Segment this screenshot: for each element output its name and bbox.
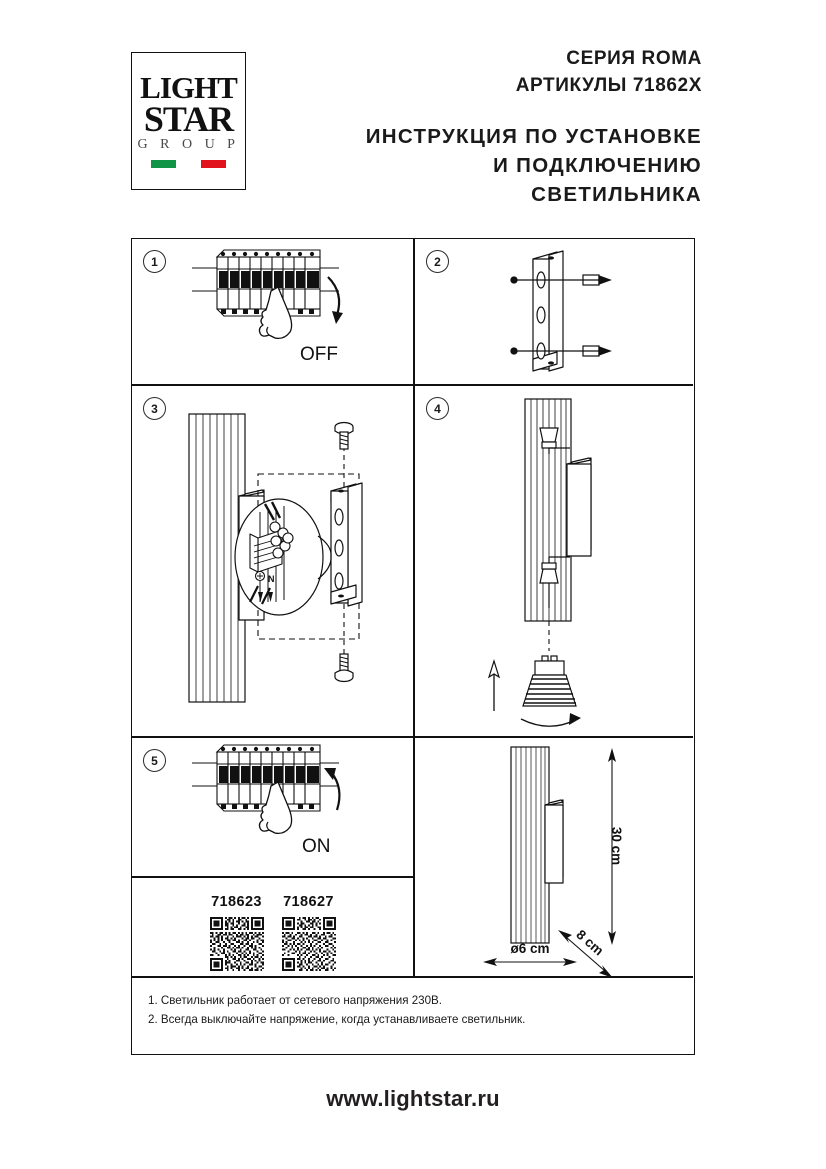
website-url[interactable]: www.lightstar.ru <box>326 1086 500 1111</box>
article-line: АРТИКУЛЫ 71862X <box>515 74 702 96</box>
dimension-height-label: 30 cm <box>609 827 624 865</box>
step-number-1: 1 <box>143 250 166 273</box>
grid-divider-vertical-bottom <box>413 736 415 976</box>
step-number-2: 2 <box>426 250 449 273</box>
product-code-718627: 718627 <box>283 894 334 910</box>
flag-stripe-red <box>201 159 227 168</box>
step-1-state-label: OFF <box>300 344 338 365</box>
step-cell-1: 1 <box>132 239 413 384</box>
svg-text:N: N <box>268 574 275 584</box>
step-2-illustration <box>415 239 693 384</box>
logo-text-light: LIGHT <box>140 70 238 106</box>
step-cell-5: 5 <box>132 738 413 876</box>
grid-divider-row1 <box>132 384 693 386</box>
step-number-4: 4 <box>426 397 449 420</box>
grid-divider-notes <box>132 976 693 978</box>
page-header: LIGHT STAR G R O U P СЕРИЯ ROMA АРТИКУЛЫ… <box>0 0 826 215</box>
logo-text-group: G R O U P <box>137 136 240 152</box>
step-number-5: 5 <box>143 749 166 772</box>
qr-code-icon[interactable] <box>281 917 336 971</box>
instruction-steps-grid: 1 <box>131 238 695 1055</box>
step-5-illustration <box>132 738 413 876</box>
flag-stripe-white <box>175 159 202 168</box>
note-line-1: 1. Светильник работает от сетевого напря… <box>148 994 443 1007</box>
step-1-illustration <box>132 239 413 384</box>
dimension-diagram-panel: 30 cm ø6 cm 8 cm <box>415 738 693 976</box>
step-cell-2: 2 <box>415 239 693 384</box>
grid-divider-vertical-top <box>413 239 415 736</box>
dimension-width-label: ø6 cm <box>510 941 549 956</box>
brand-logo: LIGHT STAR G R O U P <box>131 52 246 190</box>
step-5-state-label: ON <box>302 836 331 857</box>
instruction-title: ИНСТРУКЦИЯ ПО УСТАНОВКЕ И ПОДКЛЮЧЕНИЮ СВ… <box>330 122 702 209</box>
step-cell-3: 3 <box>132 386 413 736</box>
flag-stripe-green <box>150 159 176 168</box>
series-line: СЕРИЯ ROMA <box>566 48 702 69</box>
header-text-block: СЕРИЯ ROMA АРТИКУЛЫ 71862X ИНСТРУКЦИЯ ПО… <box>330 46 702 209</box>
dimension-depth-label: 8 cm <box>573 927 606 959</box>
product-code-718623: 718623 <box>211 894 262 910</box>
step-cell-4: 4 <box>415 386 693 736</box>
italian-flag-icon <box>150 159 227 168</box>
instruction-title-line-1: ИНСТРУКЦИЯ ПО УСТАНОВКЕ <box>365 124 702 148</box>
step-3-illustration: N <box>132 386 413 736</box>
step-number-3: 3 <box>143 397 166 420</box>
qr-code-icon[interactable] <box>209 917 264 971</box>
grid-divider-step5-qr <box>132 876 413 878</box>
logo-text-star: STAR <box>143 98 234 139</box>
qr-item-718627[interactable]: 718627 <box>281 894 336 971</box>
qr-item-718623[interactable]: 718623 <box>209 894 264 971</box>
step-4-illustration <box>415 386 693 736</box>
note-line-2: 2. Всегда выключайте напряжение, когда у… <box>148 1012 526 1026</box>
dimension-illustration: 30 cm ø6 cm 8 cm <box>415 738 693 976</box>
qr-code-panel: 718623 <box>132 878 413 976</box>
notes-panel: 1. Светильник работает от сетевого напря… <box>132 978 693 1054</box>
instruction-title-line-2: И ПОДКЛЮЧЕНИЮ СВЕТИЛЬНИКА <box>493 154 702 207</box>
grid-divider-row2 <box>132 736 693 738</box>
page-footer: www.lightstar.ru <box>0 1086 826 1112</box>
